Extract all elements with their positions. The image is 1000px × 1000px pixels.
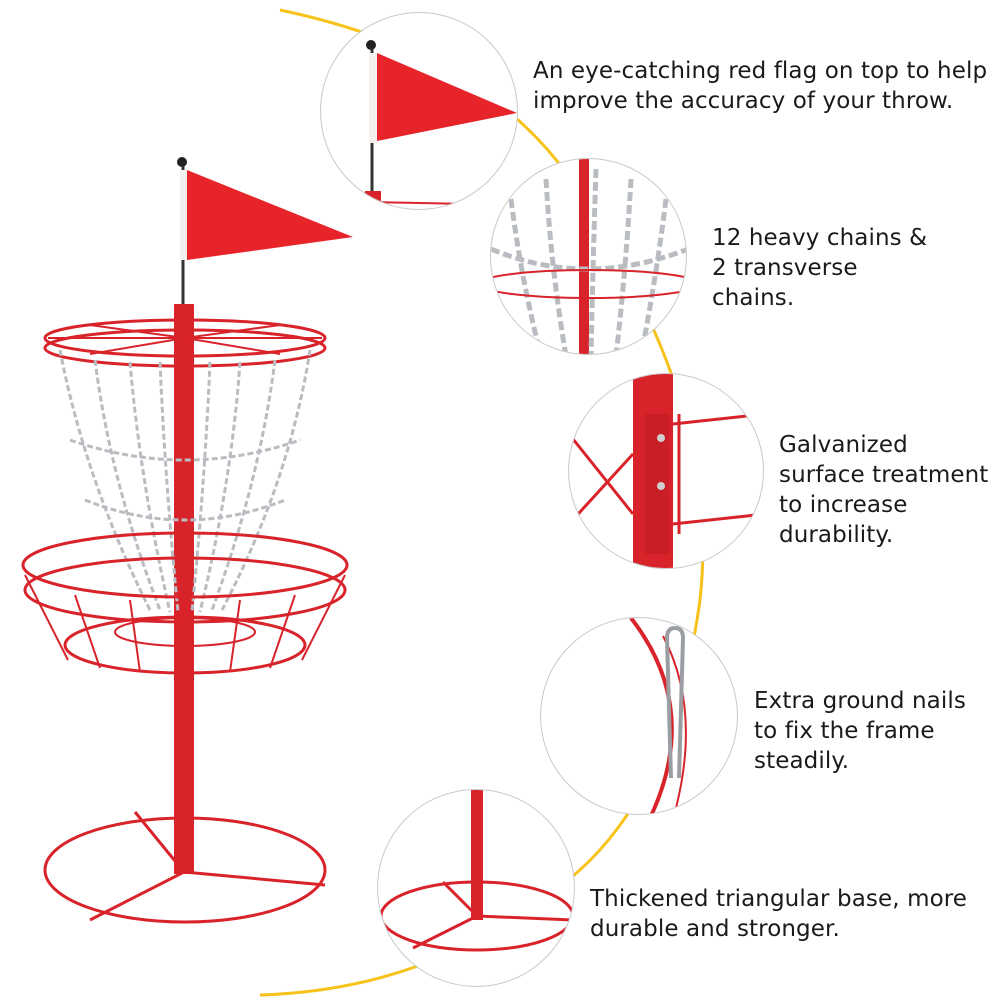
feature-caption-galvanized: Galvanized surface treatment to increase… bbox=[779, 432, 989, 548]
ground-nail-detail-bubble bbox=[540, 617, 738, 815]
flag-detail-bubble bbox=[320, 12, 518, 210]
flag-icon bbox=[321, 40, 517, 209]
ground-nail-icon bbox=[629, 618, 687, 814]
chains-detail-bubble bbox=[490, 158, 687, 355]
galvanized-joint-icon bbox=[569, 374, 763, 568]
feature-caption-flag: An eye-catching red flag on top to help … bbox=[533, 58, 988, 114]
feature-caption-base: Thickened triangular base, more durable … bbox=[590, 886, 968, 942]
base-detail-bubble bbox=[377, 789, 575, 987]
chains-icon bbox=[491, 159, 686, 354]
triangular-base-icon bbox=[379, 790, 574, 952]
feature-caption-ground-nail: Extra ground nails to fix the frame stea… bbox=[754, 688, 966, 774]
galvanized-detail-bubble bbox=[568, 373, 764, 569]
feature-caption-chains: 12 heavy chains & 2 transverse chains. bbox=[712, 225, 928, 311]
